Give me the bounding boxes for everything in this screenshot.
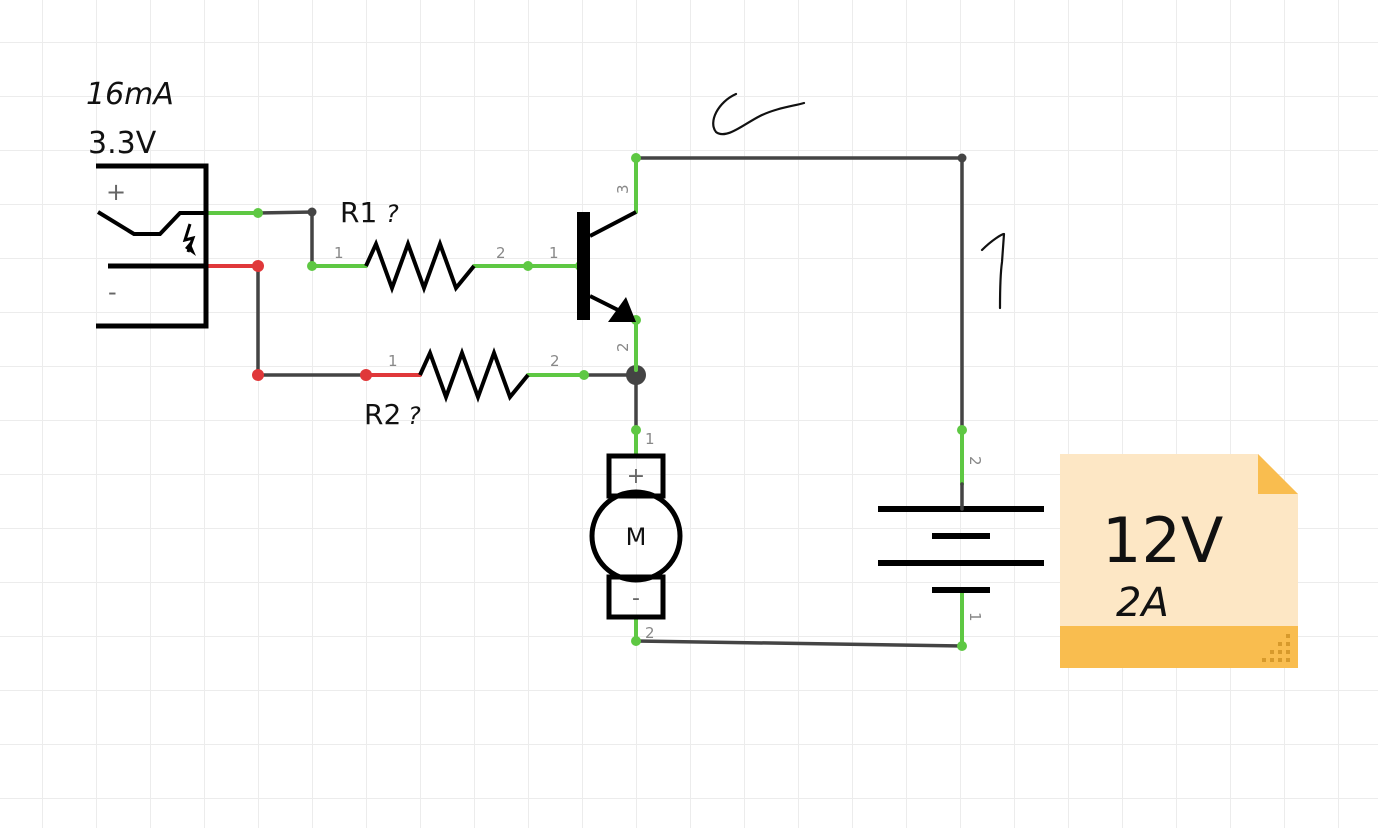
current-direction-arrow-icon (980, 232, 1006, 310)
junction-dot (957, 153, 967, 163)
pin-number: 2 (614, 342, 632, 352)
motor-plus-sign: + (627, 464, 645, 489)
note-band (1060, 626, 1298, 668)
source-minus-sign: - (108, 278, 117, 306)
resistor-label: R1 (340, 196, 377, 229)
transistor-collector-line (589, 210, 637, 238)
pin-number: 2 (496, 244, 506, 262)
note-current: 2A (1116, 580, 1169, 626)
pin-number: 1 (334, 244, 344, 262)
note-fold (1258, 454, 1298, 494)
pin-highlights (204, 153, 967, 651)
source-body (96, 163, 209, 329)
pin-number: 1 (549, 244, 559, 262)
pin-number: 1 (966, 612, 984, 622)
motor-label: M (626, 523, 647, 551)
resistor-r2[interactable]: R2 ? 1 2 (364, 347, 560, 431)
battery[interactable]: 2 1 (878, 456, 1044, 622)
source-voltage-label: 3.3V (88, 126, 157, 161)
motor-minus-terminal (606, 574, 666, 620)
pin-number: 3 (614, 184, 632, 194)
source-current-note: 16mA (86, 77, 174, 112)
power-source[interactable]: + - 3.3V 16mA (86, 77, 209, 329)
current-direction-arrow-icon (712, 92, 806, 136)
wire-collector-battery[interactable] (634, 156, 964, 432)
pin-number: 1 (388, 352, 398, 370)
npn-transistor[interactable]: 1 2 3 (549, 184, 637, 352)
motor-body (589, 489, 683, 583)
pin-number: 1 (645, 430, 655, 448)
dc-motor[interactable]: M + - 1 2 (589, 430, 683, 642)
motor-plus-terminal (606, 453, 666, 499)
source-plus-sign: + (106, 178, 126, 206)
source-switch-icon (96, 210, 206, 236)
lightning-arrow-icon (185, 242, 196, 256)
junction-node-emitter[interactable] (626, 365, 646, 385)
wire-motor-battery[interactable] (634, 590, 964, 648)
resize-grip-icon[interactable] (1262, 634, 1290, 662)
transistor-emitter-line (589, 294, 623, 314)
pin-number: 2 (550, 352, 560, 370)
note-body (1060, 454, 1298, 668)
motor-minus-sign: - (632, 586, 640, 611)
wire-source-minus-r2[interactable] (256, 264, 368, 377)
resistor-handwritten-mark: ? (386, 200, 399, 228)
sticky-note[interactable]: 12V 2A (1060, 454, 1298, 668)
resistor-r1[interactable]: R1 ? 1 2 (334, 196, 506, 294)
resistor-label: R2 (364, 398, 401, 431)
resistor-zigzag (364, 238, 476, 294)
resistor-handwritten-mark: ? (408, 402, 421, 430)
pin-number: 2 (645, 624, 655, 642)
note-voltage: 12V (1102, 504, 1223, 577)
pin-number: 2 (966, 456, 984, 466)
resistor-zigzag (418, 347, 530, 403)
emitter-arrow-icon (608, 297, 636, 322)
junction-dot (307, 207, 317, 217)
wire-source-plus-r1[interactable] (256, 210, 314, 268)
handwritten-annotations (712, 92, 1006, 310)
transistor-base-bar (577, 212, 590, 320)
